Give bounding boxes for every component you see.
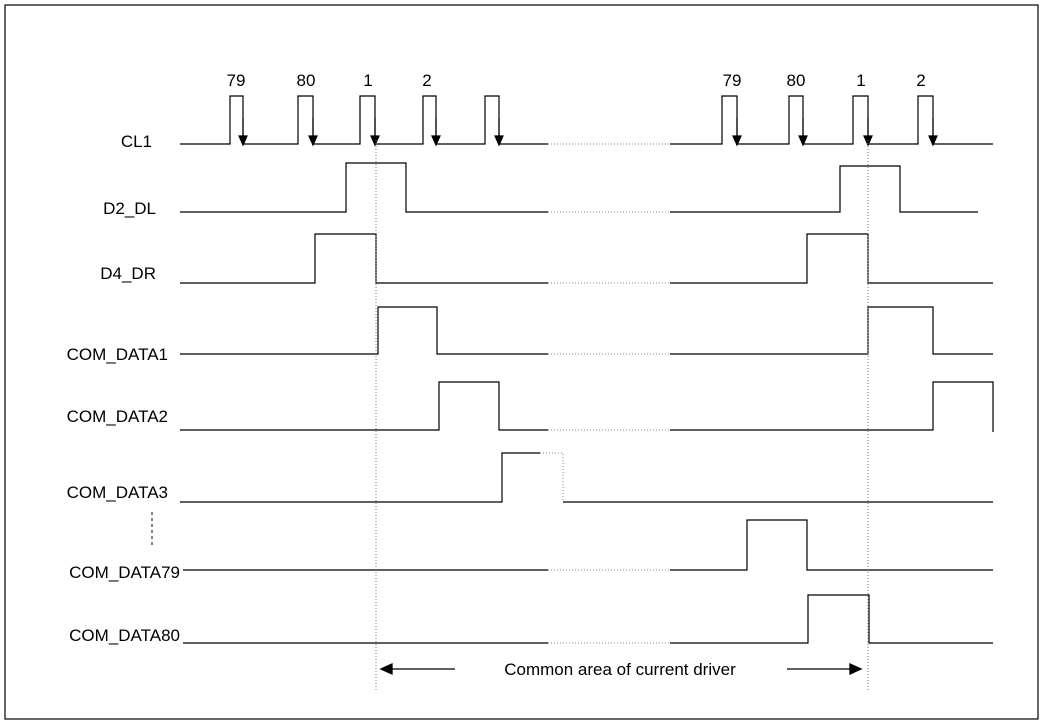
common-area-arrow	[379, 662, 863, 676]
clock-label: 2	[422, 71, 431, 90]
clock-label: 79	[227, 71, 246, 90]
signal-label-d4-dr: D4_DR	[100, 264, 156, 283]
clock-label: 80	[787, 71, 806, 90]
signal-label-com-data1: COM_DATA1	[67, 345, 168, 364]
clock-label: 2	[916, 71, 925, 90]
waveform-d4-dr	[180, 233, 993, 284]
clock-label: 1	[856, 71, 865, 90]
signal-label-com-data3: COM_DATA3	[67, 483, 168, 502]
signal-label-com-data2: COM_DATA2	[67, 407, 168, 426]
clock-label: 79	[723, 71, 742, 90]
clock-edge-arrows	[238, 118, 938, 147]
clock-label: 80	[297, 71, 316, 90]
signal-label-com-data80: COM_DATA80	[69, 626, 180, 645]
waveform-com-data1	[180, 306, 993, 355]
common-area-label: Common area of current driver	[504, 660, 736, 679]
diagram-border	[4, 4, 1039, 720]
clock-label: 1	[363, 71, 372, 90]
waveform-com-data2	[180, 381, 994, 432]
waveform-com-data3	[180, 452, 993, 503]
signal-label-d2-dl: D2_DL	[103, 199, 156, 218]
waveform-com-data80	[183, 594, 993, 644]
signal-label-cl1: CL1	[121, 132, 152, 151]
waveform-com-data79	[183, 519, 993, 571]
signal-label-com-data79: COM_DATA79	[69, 563, 180, 582]
waveform-d2-dl	[180, 162, 978, 213]
